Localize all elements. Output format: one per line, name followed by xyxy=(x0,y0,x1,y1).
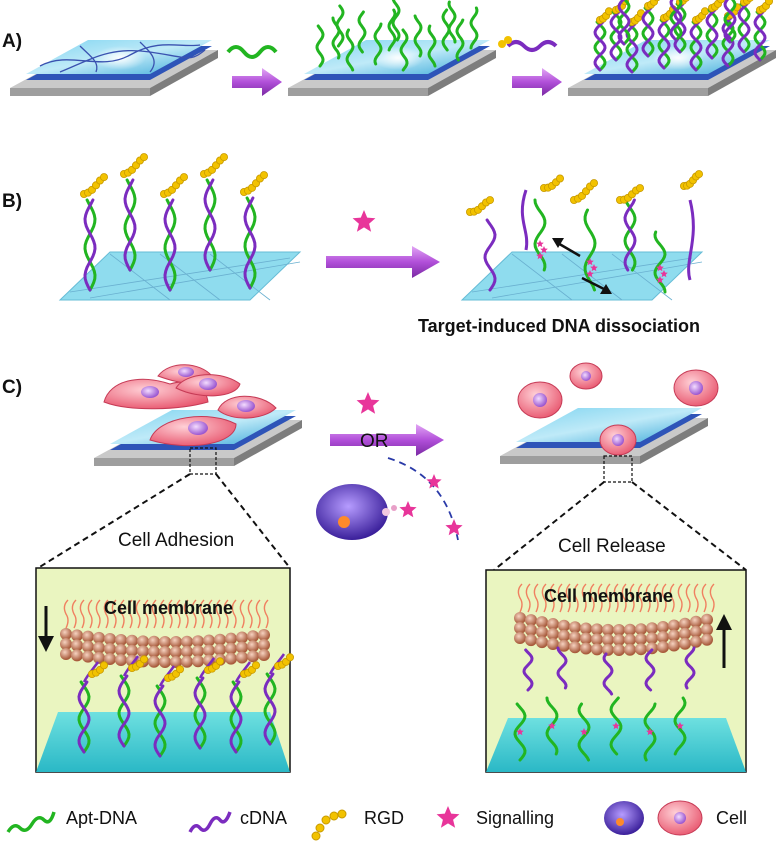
rgd-bead-icon xyxy=(498,40,506,48)
signalling-molecule-icon-c xyxy=(356,392,380,414)
zoom-box-left xyxy=(189,447,217,475)
gel-surface-b-right xyxy=(460,251,704,301)
legend-apt-dna-icon xyxy=(6,811,56,833)
legend-signalling: Signalling xyxy=(476,808,554,828)
panel-label-a: A) xyxy=(2,31,22,52)
zoom-box-right xyxy=(603,455,633,483)
substrate-a1 xyxy=(10,40,218,96)
apt-dna-strand-icon xyxy=(226,45,278,59)
arrow-or xyxy=(330,424,444,456)
caption-cell-adhesion: Cell Adhesion xyxy=(118,530,234,551)
membrane-label-left: Cell membrane xyxy=(104,598,233,618)
legend-rgd-icon xyxy=(311,809,347,841)
apt-dna-forest xyxy=(315,0,479,72)
up-arrow xyxy=(716,614,732,668)
substrate-a2 xyxy=(288,40,496,96)
legend-apt-dna: Apt-DNA xyxy=(66,808,137,828)
cdna-strand-icon xyxy=(506,40,558,52)
legend: Apt-DNA cDNA RGD Signalling Cell xyxy=(6,800,747,841)
duplex-set-b-left xyxy=(80,153,268,292)
caption-cell-release: Cell Release xyxy=(558,536,666,557)
legend-signalling-icon xyxy=(436,806,460,828)
signalling-molecule-icon xyxy=(352,210,376,232)
panel-label-c: C) xyxy=(2,377,22,398)
dissociation-arrows xyxy=(552,238,612,294)
duplex-forest xyxy=(593,0,773,74)
down-arrow xyxy=(38,606,54,652)
secreting-cell-icon xyxy=(316,484,397,540)
arrow-b xyxy=(326,246,440,278)
legend-cdna: cDNA xyxy=(240,808,287,828)
arrow-a2 xyxy=(512,68,562,96)
legend-rgd: RGD xyxy=(364,808,404,828)
panel-label-b: B) xyxy=(2,191,22,212)
adherent-cells xyxy=(103,364,277,447)
caption-dissociation: Target-induced DNA dissociation xyxy=(418,316,700,336)
secretion-arc xyxy=(387,457,459,541)
legend-cell-icon xyxy=(657,800,703,836)
dissociated-set-b-right xyxy=(465,170,704,294)
released-cells xyxy=(517,362,719,456)
membrane-label-right: Cell membrane xyxy=(544,586,673,606)
legend-blob-icon xyxy=(604,801,644,835)
arrow-a1 xyxy=(232,68,282,96)
or-label: OR xyxy=(360,431,389,452)
legend-cdna-icon xyxy=(188,811,232,833)
legend-cell: Cell xyxy=(716,808,747,828)
